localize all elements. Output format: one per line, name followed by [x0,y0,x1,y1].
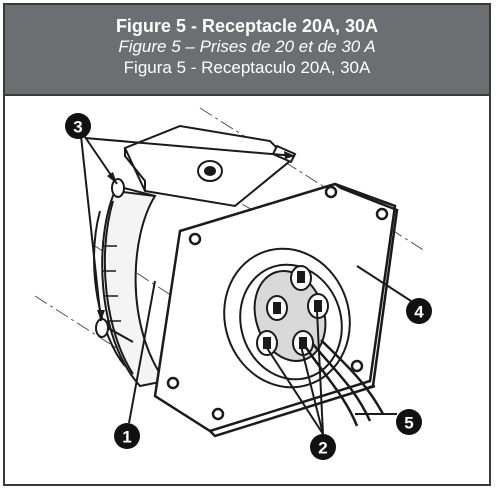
leader-lines [80,133,412,435]
title-french: Figure 5 – Prises de 20 et de 30 A [118,37,376,56]
svg-text:3: 3 [73,118,82,137]
figure-header: Figure 5 - Receptacle 20A, 30A Figure 5 … [5,5,489,96]
receptacle-illustration: 1 2 3 4 5 [34,107,432,460]
svg-text:5: 5 [404,414,413,433]
svg-text:1: 1 [122,428,131,447]
svg-text:2: 2 [318,439,327,458]
callout-4: 4 [406,298,432,324]
figure-frame: Figure 5 - Receptacle 20A, 30A Figure 5 … [3,3,491,486]
leader-arrowheads [97,151,295,321]
receptacle-body [93,124,292,388]
callout-5: 5 [396,409,422,435]
svg-text:4: 4 [414,303,424,322]
title-english: Figure 5 - Receptacle 20A, 30A [115,16,379,36]
mounting-screws [95,144,297,343]
callout-3: 3 [65,113,91,139]
receptacle-face [223,247,351,389]
callout-1: 1 [114,423,140,449]
title-spanish: Figura 5 - Receptaculo 20A, 30A [123,58,371,77]
callout-2: 2 [310,434,336,460]
